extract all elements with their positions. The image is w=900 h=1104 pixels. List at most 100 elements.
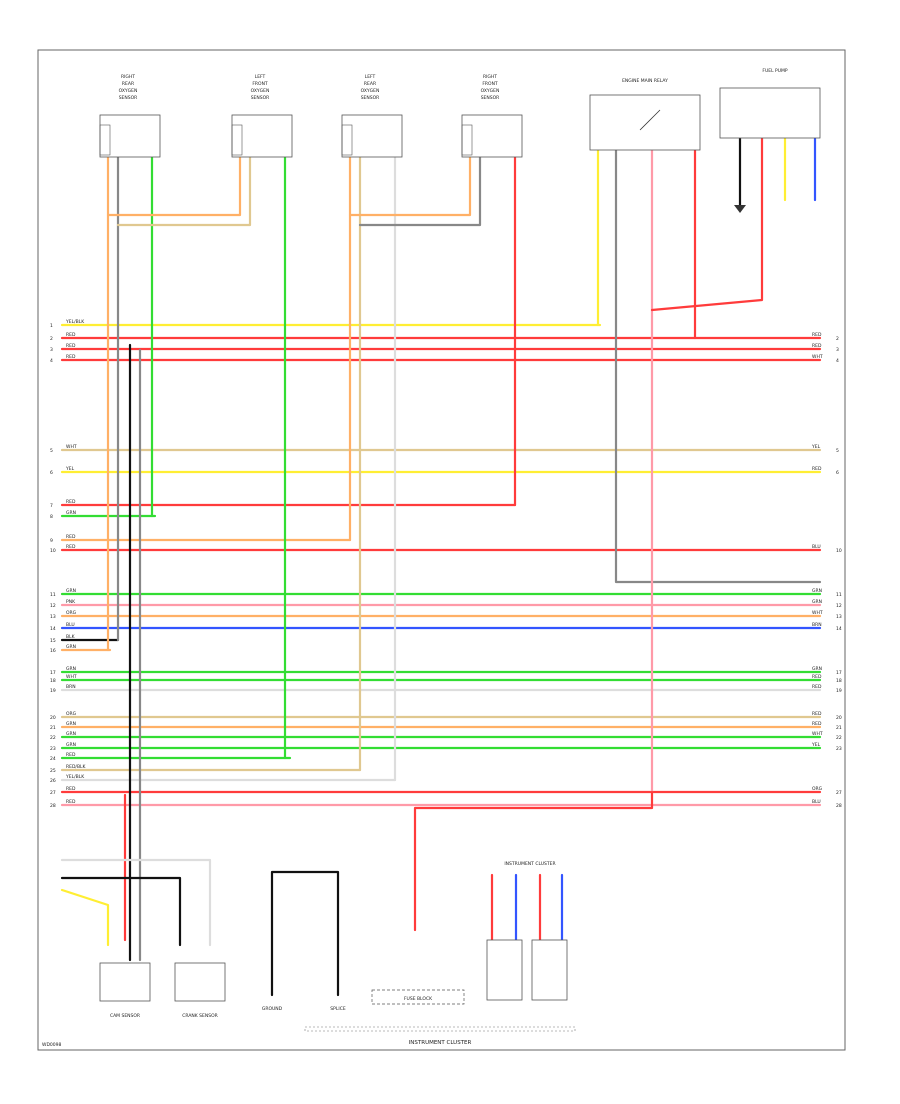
sensor-title: FRONT (482, 81, 498, 87)
wire-color-label: RED/BLK (66, 764, 87, 770)
cam-sensor-title: CAM SENSOR (110, 1013, 140, 1019)
wire-color-label: RED (66, 799, 76, 805)
module-title: INSTRUMENT CLUSTER (504, 861, 555, 867)
wire-color-label: BLU (66, 622, 75, 628)
pin-number: 23 (50, 746, 56, 752)
bottom-wire (60, 888, 110, 947)
bottom-wire (60, 876, 182, 947)
pin-number: 20 (836, 715, 842, 721)
relay-title: ENGINE MAIN RELAY (622, 78, 668, 84)
wire-color-label: RED (66, 752, 76, 758)
sensor-title: OXYGEN (361, 88, 380, 94)
pin-number: 12 (50, 603, 56, 609)
module-box (531, 939, 568, 1001)
pin-number: 13 (50, 614, 56, 620)
splice-title: SPLICE (330, 1006, 346, 1012)
wire-color-label: BRN (66, 684, 76, 690)
wire-color-label: BLK (66, 634, 76, 640)
pin-number: 5 (50, 448, 53, 454)
sensor-title: OXYGEN (119, 88, 138, 94)
fuel-pump-title: FUEL PUMP (762, 68, 788, 74)
instrument-cluster-label: INSTRUMENT CLUSTER (409, 1040, 472, 1046)
pin-number: 10 (50, 548, 56, 554)
pin-number: 28 (50, 803, 56, 809)
wire-color-label: PNK (66, 599, 76, 605)
wire-color-label: RED (812, 684, 822, 690)
sensor-title: FRONT (252, 81, 268, 87)
pin-number: 4 (836, 358, 839, 364)
sensor-title: REAR (122, 81, 134, 87)
pin-number: 14 (836, 626, 842, 632)
fuse-box (371, 989, 465, 1005)
wire-color-label: RED (66, 534, 76, 540)
pin-number: 26 (50, 778, 56, 784)
wire-color-label: YEL/BLK (65, 319, 85, 325)
pin-number: 14 (50, 626, 56, 632)
pin-number: 21 (836, 725, 842, 731)
pin-number: 28 (836, 803, 842, 809)
wire-color-label: GRN (66, 588, 76, 594)
sensor-lf-body (231, 114, 293, 158)
cam-sensor-box (99, 962, 151, 1002)
pin-number: 24 (50, 756, 56, 762)
pin-number: 10 (836, 548, 842, 554)
pin-number: 8 (50, 514, 53, 520)
sensor-lf-connector (231, 124, 243, 156)
ground-symbol (734, 205, 746, 213)
sensor-lr-body (341, 114, 403, 158)
relay-wire (614, 148, 822, 584)
pin-number: 9 (50, 538, 53, 544)
wire-color-label: RED (66, 499, 76, 505)
sensor-rr-connector (99, 124, 111, 156)
pin-number: 18 (836, 678, 842, 684)
wire-color-label: RED (812, 332, 822, 338)
pin-number: 19 (50, 688, 56, 694)
pin-number: 20 (50, 715, 56, 721)
wire-color-label: WHT (812, 354, 823, 360)
sensor-title: LEFT (255, 74, 266, 80)
pin-number: 21 (50, 725, 56, 731)
crank-sensor-box (174, 962, 226, 1002)
sensor-rf-body (461, 114, 523, 158)
wire-color-label: GRN (66, 731, 76, 737)
labels-layer: 1234567891011121314151617181920212223242… (42, 68, 842, 1048)
relay-box (589, 94, 701, 151)
wire-color-label: ORG (66, 610, 77, 616)
pin-number: 22 (50, 735, 56, 741)
bottom-wire (60, 858, 212, 947)
sensor-title: REAR (364, 81, 376, 87)
ground-wire (270, 870, 340, 997)
wire-color-label: WHT (66, 674, 77, 680)
wire-color-label: GRN (66, 742, 76, 748)
pin-number: 2 (50, 336, 53, 342)
pin-number: 27 (50, 790, 56, 796)
pin-number: 4 (50, 358, 53, 364)
sensor-title: LEFT (365, 74, 376, 80)
wires-layer (60, 136, 822, 997)
pin-number: 15 (50, 638, 56, 644)
wire-color-label: WHT (66, 444, 77, 450)
pin-number: 3 (50, 347, 53, 353)
sensor-title: OXYGEN (251, 88, 270, 94)
wire-color-label: YEL (65, 466, 75, 472)
wire-color-label: RED (66, 332, 76, 338)
wire-color-label: RED (66, 786, 76, 792)
module-box (486, 939, 523, 1001)
relay-switch (639, 109, 661, 131)
wire-color-label: WHT (812, 731, 823, 737)
ground-title: GROUND (262, 1006, 283, 1012)
pin-number: 17 (836, 670, 842, 676)
sensor-rr-body (99, 114, 161, 158)
pin-number: 5 (836, 448, 839, 454)
wire-color-label: BLU (812, 799, 821, 805)
pin-number: 22 (836, 735, 842, 741)
sensor-title: RIGHT (483, 74, 497, 80)
pin-number: 3 (836, 347, 839, 353)
sensor-wire (358, 153, 482, 227)
sensor-lr-connector (341, 124, 353, 156)
wire-color-label: YEL/BLK (65, 774, 85, 780)
wire-color-label: YEL (811, 444, 821, 450)
wire-color-label: RED (812, 674, 822, 680)
